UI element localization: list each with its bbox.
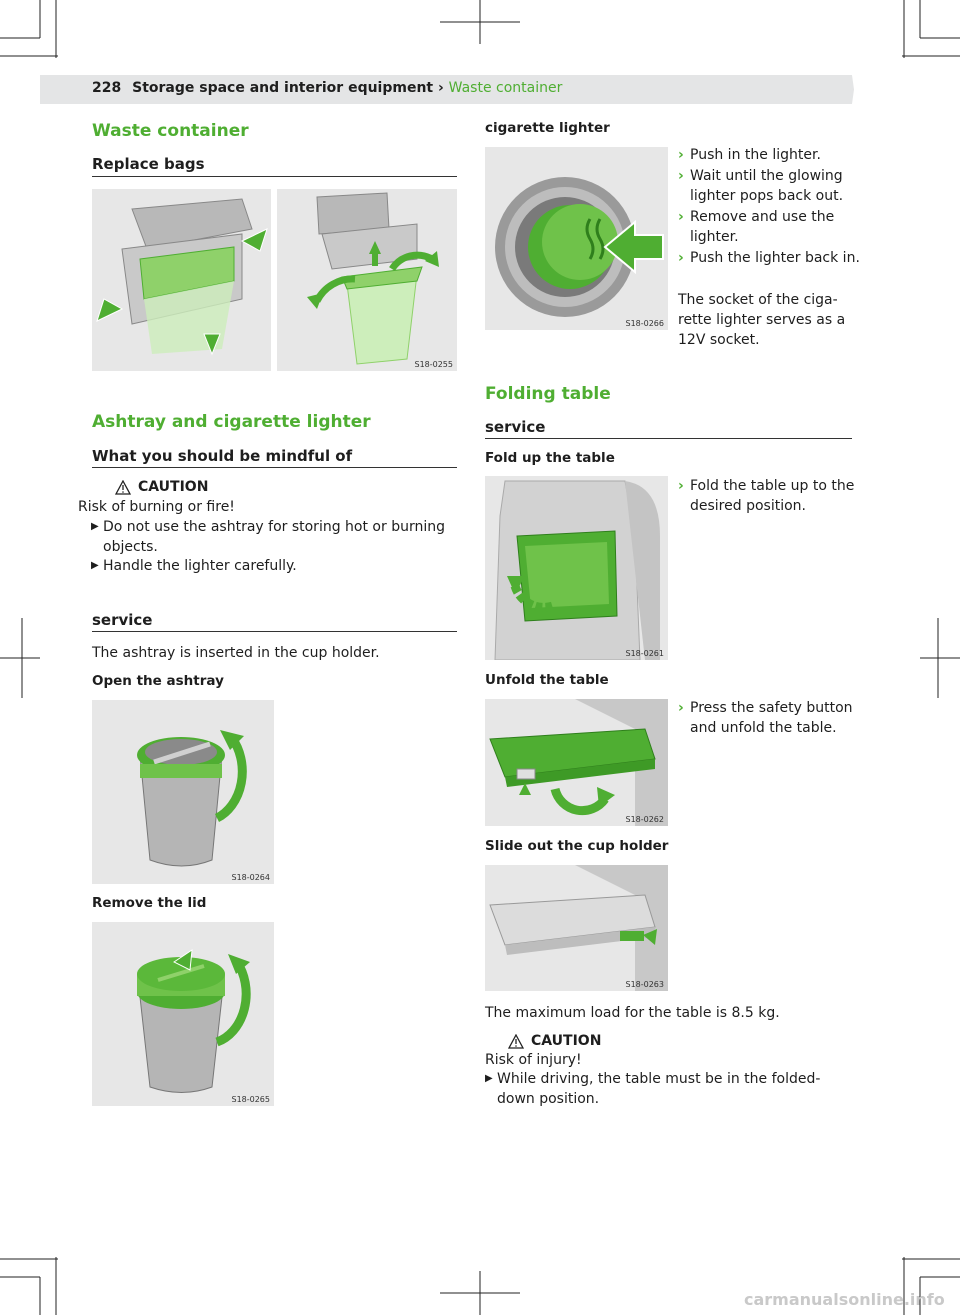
lighter-step: › Push in the lighter. <box>678 147 821 163</box>
chevron-right-icon: › <box>678 147 684 163</box>
figure-code: S18-0266 <box>625 319 664 328</box>
header-band <box>40 75 852 104</box>
figure-code: S18-0264 <box>231 873 270 882</box>
cigarette-lighter-heading: cigarette lighter <box>485 120 610 136</box>
caution-item: ▶ Handle the lighter carefully. <box>91 558 297 574</box>
heading-rule <box>92 631 457 632</box>
figure-code: S18-0255 <box>414 360 453 369</box>
replace-bags-heading: Replace bags <box>92 155 205 173</box>
fold-up-table-figure: S18-0261 <box>485 476 668 660</box>
figure-code: S18-0262 <box>625 815 664 824</box>
chevron-right-icon: › <box>678 700 684 716</box>
service-heading: service <box>92 611 153 629</box>
caution-item: ▶ While driving, the table must be in th… <box>485 1071 821 1107</box>
caution-title: CAUTION <box>138 479 209 495</box>
mindful-heading: What you should be mindful of <box>92 447 353 465</box>
chevron-right-icon: › <box>678 209 684 225</box>
unfold-table-figure: S18-0262 <box>485 699 668 826</box>
lighter-step: › Wait until the glowing lighter pops ba… <box>678 168 844 204</box>
caution-item: ▶ Do not use the ashtray for storing hot… <box>91 519 445 555</box>
unfold-heading: Unfold the table <box>485 672 609 688</box>
heading-rule <box>485 438 852 439</box>
triangle-right-icon: ▶ <box>91 560 99 571</box>
lighter-step: › Remove and use the lighter. <box>678 209 835 245</box>
header-section: Storage space and interior equipment <box>132 80 434 96</box>
slide-cup-holder-figure: S18-0263 <box>485 865 668 991</box>
waste-bag-figure-right: S18-0255 <box>277 189 457 371</box>
open-ashtray-figure: S18-0264 <box>92 700 274 884</box>
triangle-right-icon: ▶ <box>485 1073 493 1084</box>
warning-triangle-icon <box>508 1034 524 1049</box>
unfold-step: › Press the safety button and unfold the… <box>678 700 853 736</box>
max-load-note: The maximum load for the table is 8.5 kg… <box>485 1005 780 1021</box>
chevron-right-icon: › <box>678 478 684 494</box>
fold-up-step: › Fold the table up to the desired posit… <box>678 478 855 514</box>
header-separator: › <box>438 80 444 96</box>
running-header: 228 Storage space and interior equipment… <box>92 80 562 96</box>
open-ashtray-heading: Open the ashtray <box>92 673 224 689</box>
figure-code: S18-0263 <box>625 980 664 989</box>
caution-lead: Risk of injury! <box>485 1052 582 1068</box>
header-subsection: Waste container <box>448 80 563 96</box>
lighter-step: › Push the lighter back in. <box>678 250 860 266</box>
remove-lid-heading: Remove the lid <box>92 895 207 911</box>
cigarette-lighter-figure: S18-0266 <box>485 147 668 330</box>
triangle-right-icon: ▶ <box>91 521 99 532</box>
header-band-tip <box>840 75 854 104</box>
ashtray-heading: Ashtray and cigarette lighter <box>92 412 371 432</box>
fold-up-heading: Fold up the table <box>485 450 615 466</box>
service-heading: service <box>485 418 546 436</box>
folding-table-heading: Folding table <box>485 384 611 404</box>
figure-code: S18-0265 <box>231 1095 270 1104</box>
watermark: carmanualsonline.info <box>744 1290 945 1309</box>
ashtray-intro: The ashtray is inserted in the cup holde… <box>92 645 380 661</box>
heading-rule <box>92 176 457 177</box>
heading-rule <box>92 467 457 468</box>
waste-container-heading: Waste container <box>92 121 249 141</box>
chevron-right-icon: › <box>678 250 684 266</box>
figure-code: S18-0261 <box>625 649 664 658</box>
lighter-note: The socket of the ciga-rette lighter ser… <box>678 292 846 348</box>
slide-cup-holder-heading: Slide out the cup holder <box>485 838 669 854</box>
page-number: 228 <box>92 80 122 96</box>
warning-triangle-icon <box>115 480 131 495</box>
remove-lid-figure: S18-0265 <box>92 922 274 1106</box>
waste-bag-figure-left <box>92 189 271 371</box>
caution-lead: Risk of burning or fire! <box>78 499 235 515</box>
chevron-right-icon: › <box>678 168 684 184</box>
caution-title: CAUTION <box>531 1033 602 1049</box>
